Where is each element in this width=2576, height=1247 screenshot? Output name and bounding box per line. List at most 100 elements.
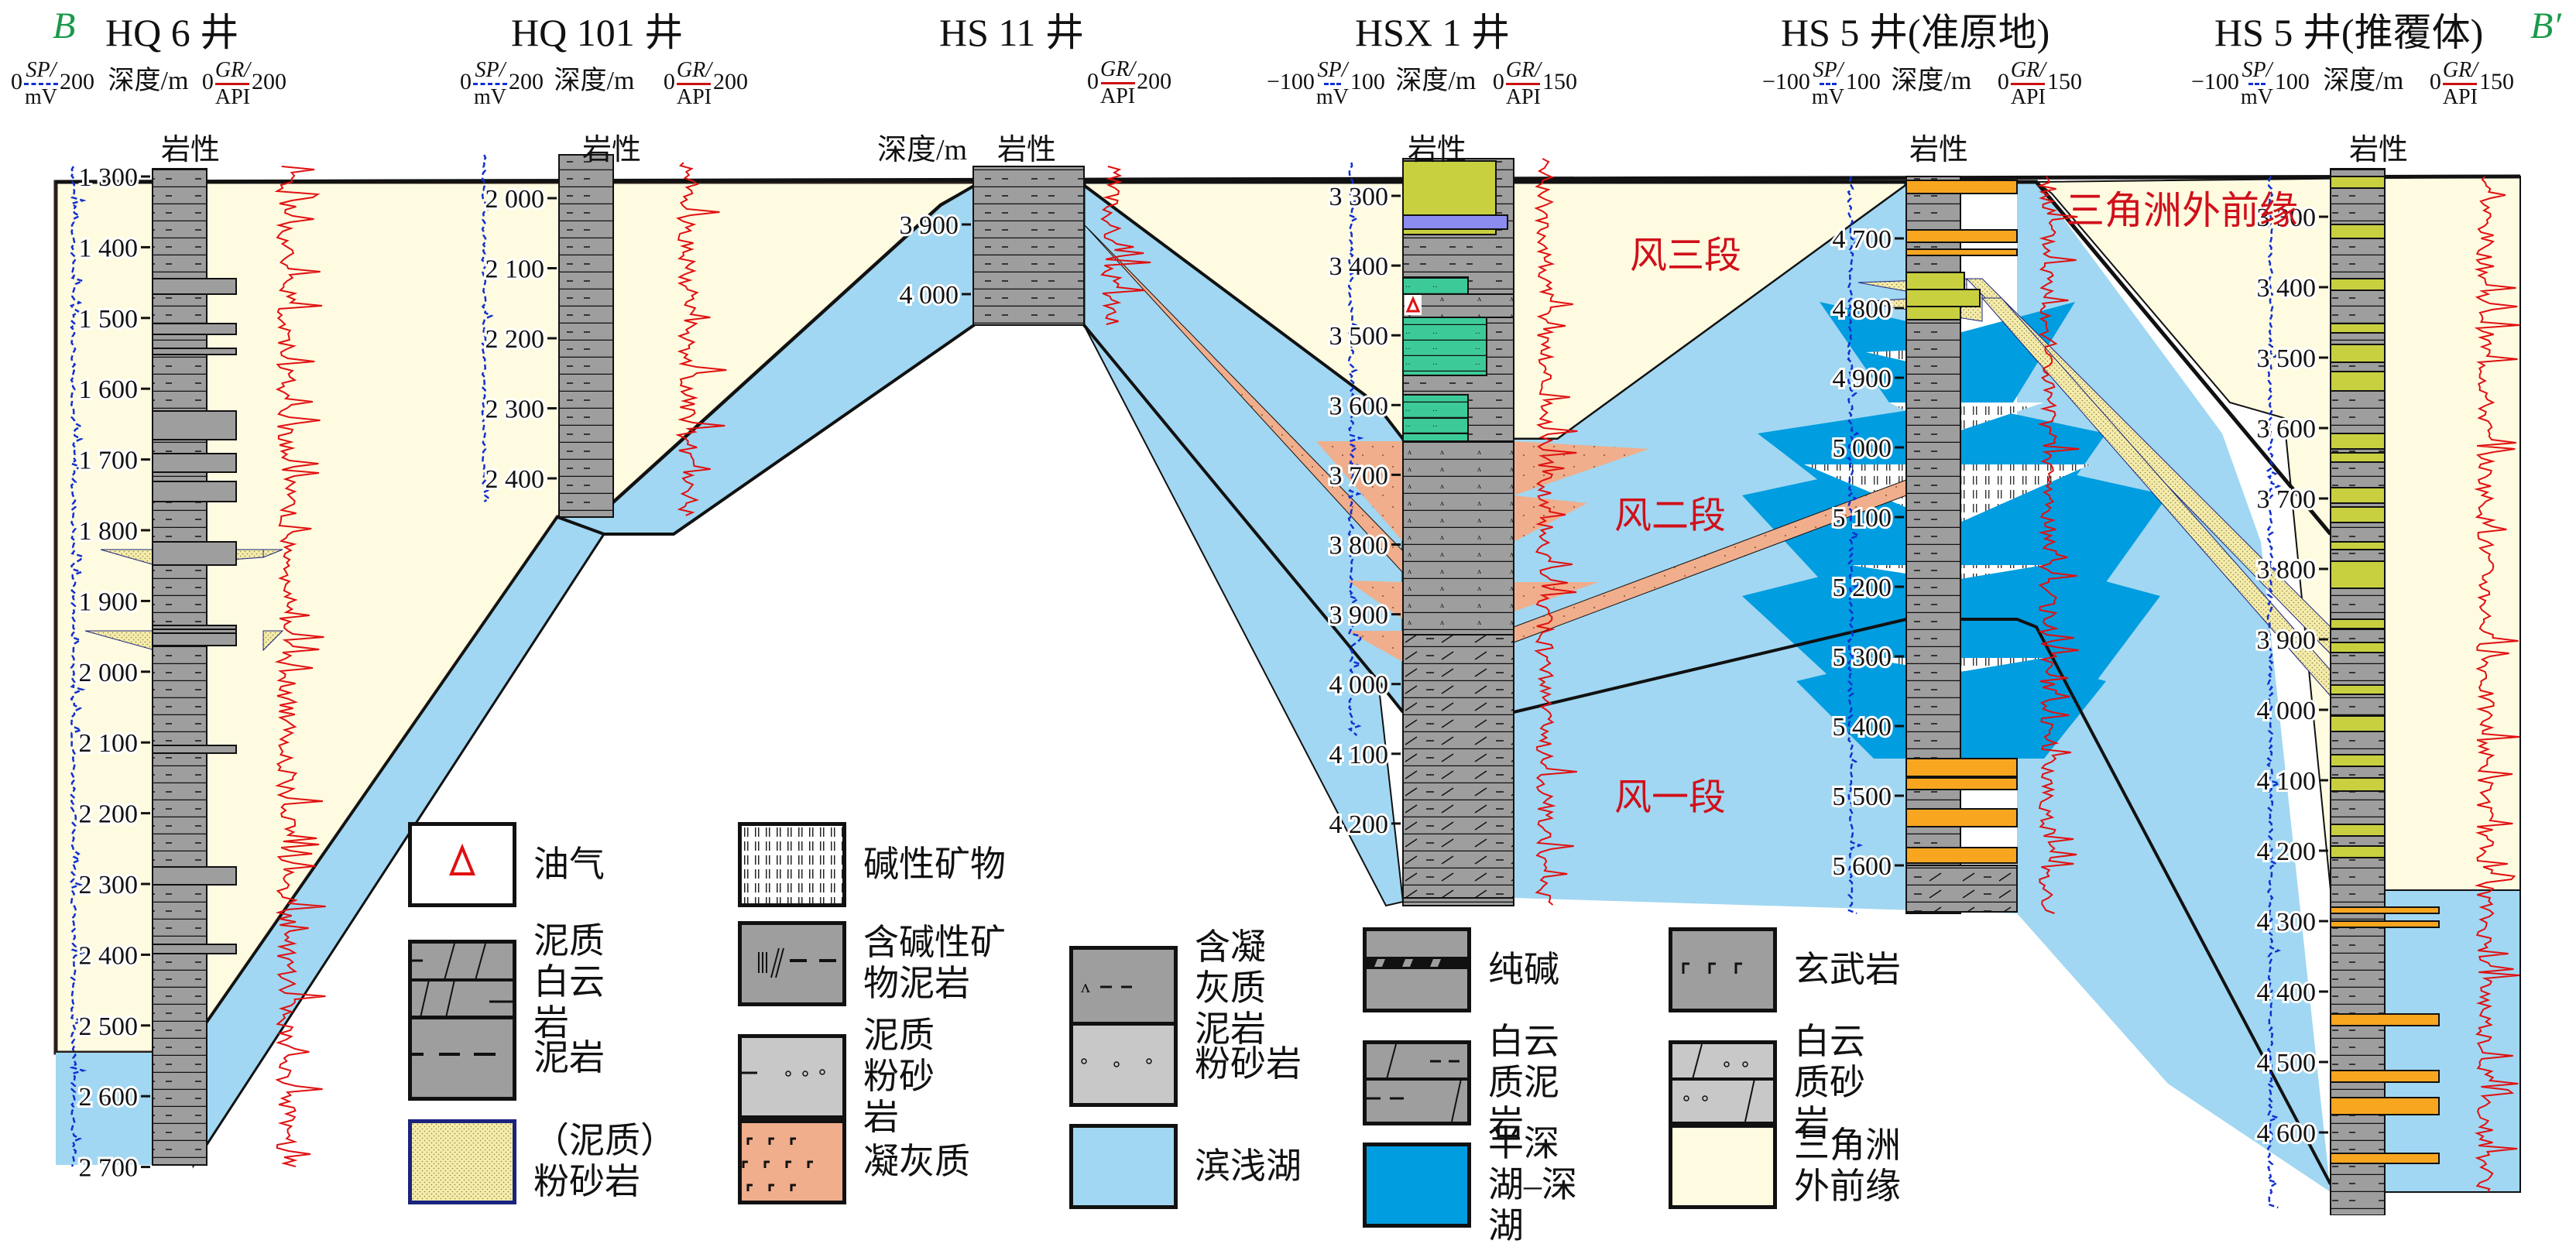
siltstone-bed (2330, 541, 2386, 550)
siltstone-bed (2330, 487, 2386, 504)
depth-label: 4 200 (1329, 810, 1389, 839)
legend-label: 含凝灰质泥岩 (1195, 927, 1266, 1049)
lith-header-hsx1: 岩性 (1408, 134, 1467, 166)
lith-header-hq6: 岩性 (161, 134, 221, 166)
gr-name: GR/ (214, 57, 251, 82)
boundary-line (1082, 324, 1405, 714)
legend-item-oil-gas: 油气 (408, 822, 605, 907)
legend-label: 含碱性矿物泥岩 (863, 923, 1006, 1003)
gr-unit: API (1505, 84, 1541, 109)
facies-silt-wedge (262, 549, 283, 558)
triangle-icon (449, 843, 475, 875)
sp-scale: SP/mV (473, 59, 507, 109)
well-column-hq101 (558, 154, 614, 518)
well-title-hq6: HQ 6 井 (105, 11, 239, 54)
sp-line-icon (473, 82, 507, 85)
well-title-hs11: HS 11 井 (939, 11, 1085, 54)
gr-min: 0 (1492, 69, 1504, 94)
tuffaceous-mudstone-swatch: ʌ (1069, 946, 1178, 1032)
legend-item-siltstone: 粉砂岩 (1069, 1022, 1302, 1107)
depth-label: 4 300 (2257, 908, 2317, 937)
well-title-hs5-autochthon: HS 5 井(准原地) (1781, 11, 2050, 54)
depth-label: 2 200 (79, 800, 139, 829)
siltstone-bed (2330, 618, 2386, 629)
siltstone-bed (2330, 506, 2386, 523)
gr-max: 200 (713, 69, 749, 94)
facies-tuff-wedge (1514, 582, 1599, 612)
sp-scale: SP/mV (2241, 59, 2273, 108)
siltstone-bed (2330, 323, 2386, 334)
gr-curve-hs5-autochthon (2036, 176, 2080, 914)
gr-name: GR/ (1505, 57, 1541, 82)
depth-label: 3 900 (1329, 601, 1389, 630)
legend-label: 半深湖–深湖 (1488, 1124, 1577, 1245)
sp-curve-hq101 (480, 154, 494, 503)
gr-curve-hs5-nappe (2474, 176, 2520, 1193)
siltstone-bed (2330, 344, 2386, 363)
legend-item-basalt: 玄武岩 (1669, 927, 1901, 1012)
gr-unit: API (676, 84, 712, 109)
gr-max: 150 (2046, 69, 2082, 94)
legend-item-shore-shallow-lake: 滨浅湖 (1069, 1124, 1302, 1209)
lith-header-hs5-nappe: 岩性 (2349, 134, 2409, 166)
depth-label: 3 400 (1329, 252, 1389, 281)
gr-unit: API (214, 84, 251, 109)
boundary-line (1513, 618, 2332, 1185)
depth-label: 3 900 (900, 211, 959, 240)
shore-shallow-lake-swatch (1069, 1124, 1178, 1209)
tuffaceous-mudstone-bed (1402, 440, 1514, 635)
facies-tuff-wedge (1316, 441, 1403, 542)
dolomite-bed (1905, 229, 2018, 243)
teal-bed (1402, 313, 1487, 376)
depth-label: 2 300 (485, 396, 545, 424)
dolomite-bed (2330, 1153, 2440, 1164)
gr-line-icon (2443, 82, 2478, 85)
gr-name: GR/ (676, 57, 712, 82)
tuffaceous-swatch (738, 1119, 846, 1204)
depth-label: 4 800 (1833, 295, 1892, 324)
gr-max: 200 (252, 69, 287, 94)
dolomite-bed (1905, 248, 2018, 256)
sp-min: −100 (1762, 69, 1810, 94)
basalt-swatch (1669, 927, 1777, 1012)
muddy-siltstone-facies-swatch (408, 1119, 516, 1204)
depth-label: 5 300 (1833, 643, 1892, 672)
gr-unit: API (2442, 84, 2478, 109)
legend-item-muddy-siltstone-facies: （泥质）粉砂岩 (408, 1119, 688, 1204)
gr-name: GR/ (2010, 57, 2046, 82)
sp-name: SP/ (26, 57, 57, 82)
legend-label: 粉砂岩 (1195, 1043, 1302, 1084)
gr-curve-hq6 (274, 166, 326, 1167)
dolomitic-mudstone-swatch (1363, 1040, 1471, 1126)
depth-label: 3 300 (2257, 204, 2317, 232)
depth-label: 5 400 (1833, 713, 1892, 742)
depth-label: 2 100 (79, 729, 139, 758)
legend-item-delta-outer-front: 三角洲外前缘 (1669, 1124, 1902, 1209)
muddy-dolomite-swatch (408, 940, 516, 1026)
mudstone-swatch (408, 1016, 516, 1101)
siltstone-bed (1905, 289, 1981, 307)
facies-silt-wedge (262, 630, 284, 652)
lithology-bed (152, 323, 237, 335)
gr-scale: GR/API (214, 57, 251, 109)
siltstone-bed (2330, 224, 2386, 239)
legend-item-tuffaceous-mudstone: ʌ 含凝灰质泥岩 (1069, 927, 1295, 1050)
depth-label: 5 100 (1833, 504, 1892, 533)
sp-unit: mV (474, 84, 506, 109)
gr-max: 200 (1137, 68, 1172, 94)
legend-item-dolomitic-sandstone: 白云质砂岩 (1669, 1022, 1895, 1145)
gr-max: 150 (2478, 69, 2514, 94)
legend-item-alkaline-mineral: 碱性矿物 (738, 822, 1006, 907)
sp-min: −100 (1267, 69, 1315, 94)
legend-item-alkaline-mudstone: 含碱性矿物泥岩 (738, 921, 1026, 1006)
gr-line-icon (677, 82, 712, 85)
depth-label: 4 500 (2257, 1049, 2317, 1077)
legend-label: 滨浅湖 (1195, 1146, 1302, 1186)
siltstone-bed (2330, 777, 2386, 792)
lithology-bed (152, 629, 237, 634)
siltstone-bed (2330, 684, 2386, 695)
depth-label: 2 000 (79, 659, 139, 687)
